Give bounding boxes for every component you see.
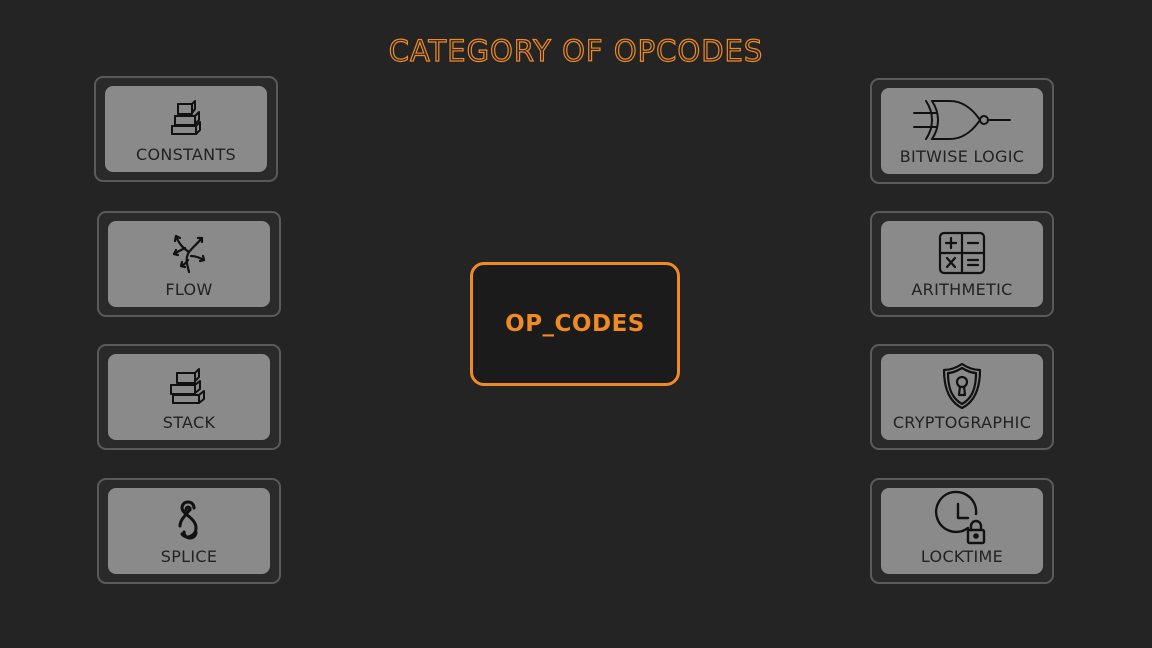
card-label: FLOW bbox=[165, 280, 213, 299]
calculator-icon bbox=[881, 231, 1043, 275]
center-node-op-codes[interactable]: OP_CODES bbox=[470, 262, 680, 386]
clock-lock-icon bbox=[881, 490, 1043, 545]
category-card-cryptographic[interactable]: CRYPTOGRAPHIC bbox=[870, 344, 1054, 450]
card-inner: CRYPTOGRAPHIC bbox=[881, 354, 1043, 440]
center-label: OP_CODES bbox=[505, 311, 645, 337]
card-label: CONSTANTS bbox=[136, 145, 236, 164]
card-inner: FLOW bbox=[108, 221, 270, 307]
xnor-gate-icon bbox=[881, 98, 1043, 142]
card-inner: BITWISE LOGIC bbox=[881, 88, 1043, 174]
shield-lock-icon bbox=[881, 362, 1043, 410]
card-label: STACK bbox=[162, 413, 216, 432]
stacked-boxes-icon bbox=[108, 364, 270, 408]
branching-arrows-icon bbox=[108, 231, 270, 275]
card-label: CRYPTOGRAPHIC bbox=[892, 413, 1032, 432]
stacked-boxes-icon bbox=[105, 96, 267, 140]
category-card-stack[interactable]: STACK bbox=[97, 344, 281, 450]
card-label: LOCKTIME bbox=[920, 547, 1004, 566]
card-inner: SPLICE bbox=[108, 488, 270, 574]
card-label: BITWISE LOGIC bbox=[899, 147, 1025, 166]
card-inner: STACK bbox=[108, 354, 270, 440]
card-inner: ARITHMETIC bbox=[881, 221, 1043, 307]
chain-link-icon bbox=[108, 498, 270, 542]
card-label: ARITHMETIC bbox=[911, 280, 1013, 299]
category-card-constants[interactable]: CONSTANTS bbox=[94, 76, 278, 182]
card-label: SPLICE bbox=[160, 547, 218, 566]
card-inner: CONSTANTS bbox=[105, 86, 267, 172]
category-card-bitwise-logic[interactable]: BITWISE LOGIC bbox=[870, 78, 1054, 184]
page-title: CATEGORY OF OPCODES bbox=[388, 33, 764, 68]
category-card-splice[interactable]: SPLICE bbox=[97, 478, 281, 584]
category-card-locktime[interactable]: LOCKTIME bbox=[870, 478, 1054, 584]
card-inner: LOCKTIME bbox=[881, 488, 1043, 574]
category-card-flow[interactable]: FLOW bbox=[97, 211, 281, 317]
category-card-arithmetic[interactable]: ARITHMETIC bbox=[870, 211, 1054, 317]
